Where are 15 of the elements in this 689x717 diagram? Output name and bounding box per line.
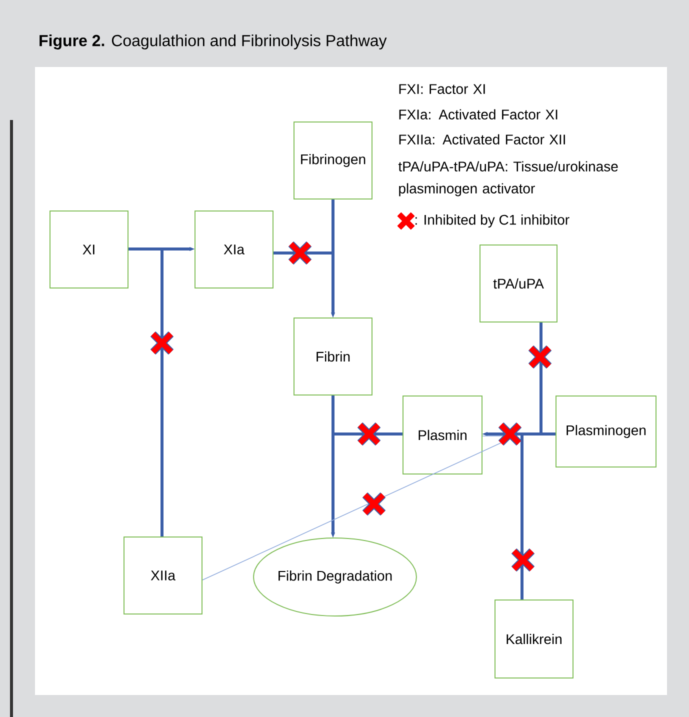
factor-box: Kallikrein [494, 600, 574, 678]
legend-note: tPA/uPA-tPA/uPA: Tissue/urokinase plasminogen activator [398, 161, 618, 196]
legend-note: FXI: Factor XI [399, 84, 485, 94]
factor-box: XIa [194, 210, 274, 288]
factor-box: XIIa [124, 536, 202, 614]
legend-text: : Inhibited by C1 inhibitor [416, 214, 570, 228]
factor-box: Plasminogen [556, 396, 656, 468]
factor-box: XI [50, 210, 128, 288]
factor-box: Fibrin [294, 318, 372, 396]
factor-box: tPA/uPA [480, 244, 558, 322]
factor-box: Plasmin [402, 396, 482, 474]
figure-title: Figure 2. Coagulathion and Fibrinolysis Pathway [40, 34, 387, 50]
legend-note: FXIa: Activated Factor XI [399, 109, 558, 120]
legend-note: FXIIa: Activated Factor XII [399, 134, 565, 144]
factor-box: Fibrinogen [294, 122, 372, 200]
